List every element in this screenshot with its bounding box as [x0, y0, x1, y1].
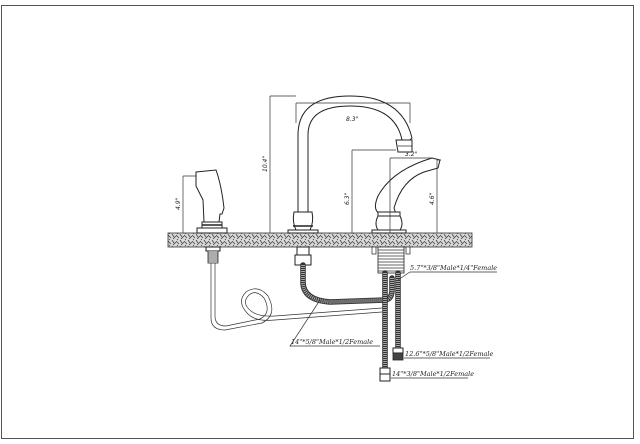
dim-handle-height: 4.6"	[429, 192, 436, 205]
countertop	[167, 232, 473, 248]
label-valve-supply: 5.7"*3/8"Male*1/4"Female	[410, 264, 497, 272]
cold-supply-fitting	[379, 373, 391, 382]
drawing-frame	[1, 5, 634, 439]
label-spout-hose: 14"*5/8"Male*1/2Female	[291, 338, 373, 346]
label-cold-supply: 14"*3/8"Male*1/2Female	[392, 370, 474, 378]
side-sprayer	[195, 169, 228, 264]
dimension-lines	[182, 95, 441, 233]
dim-spout-height: 10.4"	[262, 156, 269, 172]
handle-valve	[371, 157, 441, 274]
dim-spout-reach: 8.3"	[346, 116, 359, 123]
hot-supply-fitting	[392, 352, 404, 361]
dim-sprayer-height: 4.9"	[175, 197, 182, 210]
dim-spout-clearance: 6.3"	[344, 192, 351, 205]
hot-supply-nut	[392, 347, 404, 354]
dim-handle-reach: 3.2"	[405, 151, 418, 158]
cold-supply-nut	[379, 367, 391, 375]
label-hot-supply: 12.6"*5/8"Male*1/2Female	[405, 350, 493, 358]
spout	[287, 95, 413, 266]
